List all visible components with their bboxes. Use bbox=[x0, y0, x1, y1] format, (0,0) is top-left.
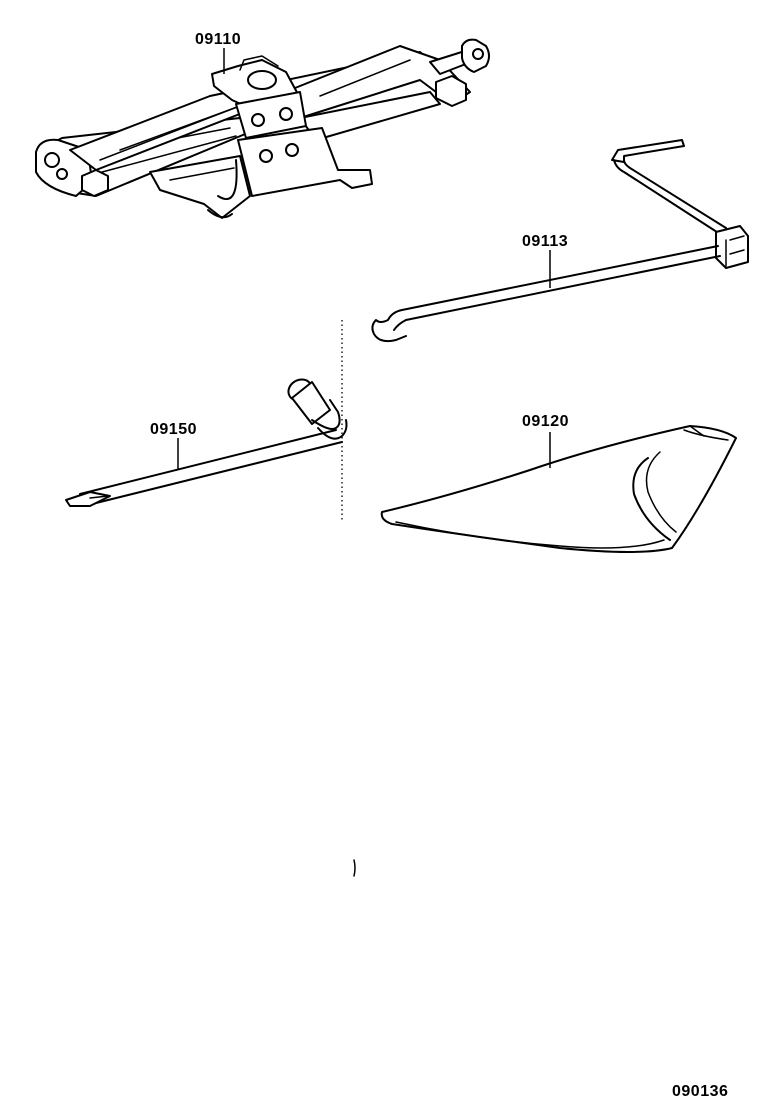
part-number-tool-bag: 09120 bbox=[522, 413, 569, 430]
jack-handle-illustration bbox=[371, 139, 749, 343]
part-number-lug-wrench: 09150 bbox=[150, 421, 197, 438]
part-number-jack: 09110 bbox=[195, 31, 241, 48]
lug-wrench-illustration bbox=[65, 378, 348, 507]
figure-code: 090136 bbox=[672, 1083, 728, 1100]
scissor-jack-illustration bbox=[35, 38, 490, 219]
tool-bag-illustration bbox=[380, 425, 737, 553]
stray-mark bbox=[353, 859, 356, 877]
part-number-jack-handle: 09113 bbox=[522, 233, 568, 250]
